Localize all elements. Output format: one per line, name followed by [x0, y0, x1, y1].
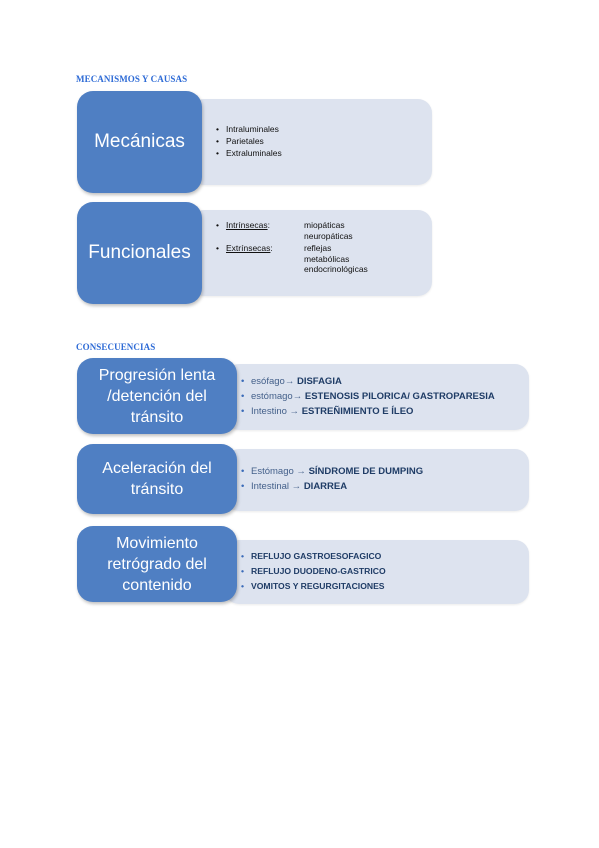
funcionales-block: Funcionales: [77, 202, 202, 304]
intrinsecas-label: Intrínsecas: [226, 220, 268, 230]
extrinsecas-row: Extrínsecas: reflejas metabólicas endocr…: [216, 243, 368, 275]
list-item: Estómago → SÍNDROME DE DUMPING: [241, 464, 423, 479]
list-item: esófago→ DISFAGIA: [241, 374, 495, 389]
movimiento-title: Movimiento retrógrado del contenido: [107, 534, 207, 594]
movimiento-list: REFLUJO GASTROESOFAGICO REFLUJO DUODENO-…: [241, 549, 386, 594]
mecanicas-block: Mecánicas: [77, 91, 202, 193]
mecanicas-list: Intraluminales Parietales Extraluminales: [216, 123, 282, 159]
movimiento-panel: REFLUJO GASTROESOFAGICO REFLUJO DUODENO-…: [225, 540, 529, 604]
mecanicas-title: Mecánicas: [94, 131, 185, 152]
intrinsecas-value: neuropáticas: [304, 230, 353, 241]
list-item: Intestino → ESTREÑIMIENTO E ÍLEO: [241, 404, 495, 419]
list-item: Intraluminales: [216, 123, 282, 135]
list-item: estómago→ ESTENOSIS PILORICA/ GASTROPARE…: [241, 389, 495, 404]
list-item: Parietales: [216, 135, 282, 147]
intrinsecas-value: miopáticas: [304, 220, 345, 230]
list-item: Intestinal → DIARREA: [241, 479, 423, 494]
extrinsecas-value: reflejas: [304, 243, 332, 253]
aceleracion-list: Estómago → SÍNDROME DE DUMPING Intestina…: [241, 464, 423, 494]
list-item: VOMITOS Y REGURGITACIONES: [241, 579, 386, 594]
progresion-list: esófago→ DISFAGIA estómago→ ESTENOSIS PI…: [241, 374, 495, 419]
progresion-title: Progresión lenta /detención del tránsito: [98, 366, 216, 426]
extrinsecas-label: Extrínsecas: [226, 243, 271, 253]
aceleracion-title: Aceleración del tránsito: [102, 460, 212, 498]
extrinsecas-value: metabólicas: [304, 253, 350, 264]
extrinsecas-sep: :: [270, 243, 273, 253]
aceleracion-block: Aceleración del tránsito: [77, 444, 237, 514]
aceleracion-panel: Estómago → SÍNDROME DE DUMPING Intestina…: [225, 449, 529, 511]
funcionales-title: Funcionales: [88, 242, 191, 263]
mecanismos-heading: MECANISMOS Y CAUSAS: [76, 74, 188, 84]
list-item: REFLUJO GASTROESOFAGICO: [241, 549, 386, 564]
intrinsecas-sep: :: [267, 220, 270, 230]
progresion-panel: esófago→ DISFAGIA estómago→ ESTENOSIS PI…: [225, 364, 529, 430]
funcionales-panel: Intrínsecas: miopáticas neuropáticas Ext…: [190, 210, 432, 296]
extrinsecas-value: endocrinológicas: [304, 264, 368, 274]
list-item: Extraluminales: [216, 147, 282, 159]
list-item: REFLUJO DUODENO-GASTRICO: [241, 564, 386, 579]
progresion-block: Progresión lenta /detención del tránsito: [77, 358, 237, 434]
movimiento-block: Movimiento retrógrado del contenido: [77, 526, 237, 602]
intrinsecas-row: Intrínsecas: miopáticas neuropáticas: [216, 220, 368, 241]
mecanicas-panel: Intraluminales Parietales Extraluminales: [190, 99, 432, 185]
consecuencias-heading: CONSECUENCIAS: [76, 342, 156, 352]
